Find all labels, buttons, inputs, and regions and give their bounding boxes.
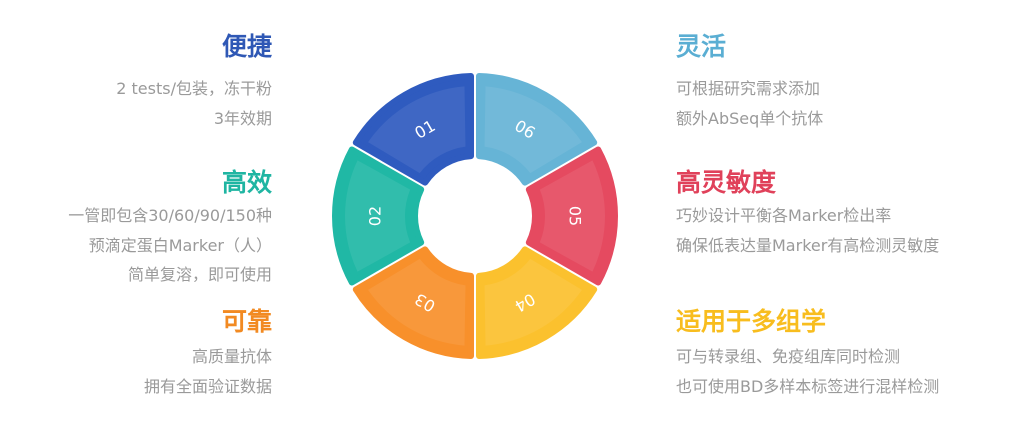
segment-label: 02	[366, 206, 385, 226]
segment-shape	[332, 146, 425, 286]
feature-reliable: 可靠 高质量抗体 拥有全面验证数据	[144, 307, 272, 401]
feature-efficient: 高效 一管即包含30/60/90/150种 预滴定蛋白Marker（人） 简单复…	[68, 168, 272, 290]
feature-title: 高效	[221, 168, 272, 197]
feature-line: 2 tests/包装，冻干粉	[116, 79, 272, 98]
segment-highlight	[345, 160, 411, 272]
feature-title: 便捷	[221, 32, 272, 61]
feature-title: 可靠	[221, 307, 272, 336]
ring-segment-05: 05	[525, 146, 618, 286]
ring-segment-06: 06	[475, 73, 598, 186]
feature-line: 额外AbSeq单个抗体	[676, 108, 824, 128]
feature-line: 一管即包含30/60/90/150种	[68, 206, 272, 225]
feature-line: 可根据研究需求添加	[676, 79, 821, 98]
feature-flexible: 灵活 可根据研究需求添加 额外AbSeq单个抗体	[676, 32, 823, 133]
segment-highlight	[484, 258, 582, 346]
feature-sensitivity: 高灵敏度 巧妙设计平衡各Marker检出率 确保低表达量Marker有高检测灵敏…	[676, 168, 939, 260]
feature-title: 高灵敏度	[676, 168, 777, 197]
feature-line: 也可使用BD多样本标签进行混样检测	[676, 376, 940, 396]
segment-shape	[352, 246, 475, 359]
ring-segment-02: 02	[332, 146, 425, 286]
feature-title: 适用于多组学	[676, 307, 827, 336]
feature-line: 简单复溶，即可使用	[127, 265, 272, 284]
feature-line: 可与转录组、免疫组库同时检测	[676, 347, 901, 366]
segment-highlight	[368, 258, 466, 346]
segment-shape	[352, 73, 475, 186]
feature-convenient: 便捷 2 tests/包装，冻干粉 3年效期	[116, 32, 272, 133]
segment-label: 05	[566, 206, 585, 226]
segment-shape	[525, 146, 618, 286]
feature-line: 巧妙设计平衡各Marker检出率	[676, 206, 892, 225]
feature-title: 灵活	[676, 32, 727, 61]
segment-highlight	[368, 86, 466, 174]
feature-line: 预滴定蛋白Marker（人）	[88, 235, 272, 255]
feature-line: 3年效期	[213, 108, 272, 128]
segment-highlight	[484, 86, 582, 174]
feature-line: 确保低表达量Marker有高检测灵敏度	[676, 235, 940, 255]
feature-line: 拥有全面验证数据	[143, 376, 272, 396]
ring-segment-04: 04	[475, 246, 598, 359]
ring-segment-01: 01	[352, 73, 475, 186]
segment-highlight	[539, 160, 605, 272]
segment-shape	[475, 246, 598, 359]
ring-segment-03: 03	[352, 246, 475, 359]
feature-line: 高质量抗体	[191, 347, 272, 366]
segment-shape	[475, 73, 598, 186]
feature-multiomics: 适用于多组学 可与转录组、免疫组库同时检测 也可使用BD多样本标签进行混样检测	[676, 307, 939, 401]
